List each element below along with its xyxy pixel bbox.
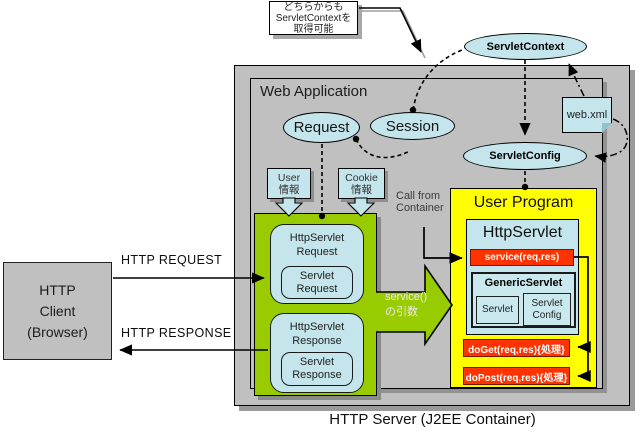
servletconfig-interface-line: Config [532, 309, 562, 321]
dopost-method-box: doPost(req,res){処理} [463, 367, 570, 385]
user-info-line: 情報 [278, 183, 300, 196]
servletcontext-label: ServletContext [486, 40, 565, 53]
genericservlet-title: GenericServlet [484, 277, 563, 289]
user-info-box: User 情報 [267, 168, 311, 199]
callout-leader-shadow [362, 10, 426, 59]
servletrequest-line: Request [296, 282, 338, 295]
service-args-label: service() の引数 [385, 291, 428, 318]
service-method-label: service(req,res) [484, 252, 560, 263]
servletrequest-box: Servlet Request [281, 266, 353, 299]
request-ellipse: Request [283, 112, 360, 143]
dopost-method-label: doPost(req,res){処理} [465, 372, 568, 384]
webxml-label: web.xml [566, 109, 608, 121]
http-client-box: HTTP Client (Browser) [3, 262, 112, 360]
user-info-line: User [277, 171, 301, 184]
servletresponse-line: Servlet [299, 356, 335, 368]
servletrequest-line: Servlet [299, 269, 335, 282]
callout-leader-arrow [359, 7, 422, 53]
session-ellipse: Session [370, 112, 455, 140]
cookie-info-line: Cookie [345, 171, 378, 184]
doget-method-label: doGet(req,res){処理} [468, 344, 565, 356]
servletcontext-ellipse: ServletContext [464, 33, 587, 60]
servletconfig-interface-box: Servlet Config [523, 293, 571, 326]
cookie-info-line: 情報 [351, 183, 372, 196]
service-method-box: service(req,res) [470, 249, 574, 266]
httpservletresponse-line: Response [292, 335, 342, 347]
http-client-line: HTTP [39, 281, 76, 298]
diagram-caption: HTTP Server (J2EE Container) [329, 411, 536, 428]
servletconfig-interface-line: Servlet [531, 298, 563, 309]
web-application-title: Web Application [260, 83, 368, 100]
httpservletresponse-line: HttpServlet [289, 321, 345, 333]
httpservlet-class-title: HttpServlet [482, 224, 563, 241]
webxml-note-fold [602, 123, 612, 133]
http-client-line: (Browser) [27, 323, 88, 340]
servletcontext-callout: どちらからも ServletContextを 取得可能 [269, 1, 358, 35]
servletconfig-ellipse: ServletConfig [463, 142, 587, 170]
http-response-label: HTTP RESPONSE [121, 326, 232, 340]
call-from-container-label: Call from Container [396, 190, 444, 214]
session-label: Session [385, 117, 440, 135]
cookie-info-box: Cookie 情報 [338, 168, 385, 199]
http-client-line: Client [39, 302, 76, 319]
httpservletrequest-line: Request [296, 246, 338, 258]
servletconfig-label: ServletConfig [489, 150, 561, 162]
servletresponse-line: Response [292, 369, 342, 381]
servletresponse-box: Servlet Response [281, 352, 353, 386]
httpservletrequest-line: HttpServlet [289, 232, 345, 244]
servlet-interface-label: Servlet [481, 304, 514, 316]
callout-line: ServletContextを [275, 12, 352, 24]
http-request-label: HTTP REQUEST [121, 253, 223, 267]
servlet-interface-box: Servlet [476, 296, 519, 324]
callout-line: どちらからも [283, 1, 344, 13]
callout-line: 取得可能 [293, 23, 334, 35]
request-label: Request [293, 119, 350, 136]
user-program-title: User Program [473, 194, 574, 211]
doget-method-box: doGet(req,res){処理} [463, 339, 570, 357]
